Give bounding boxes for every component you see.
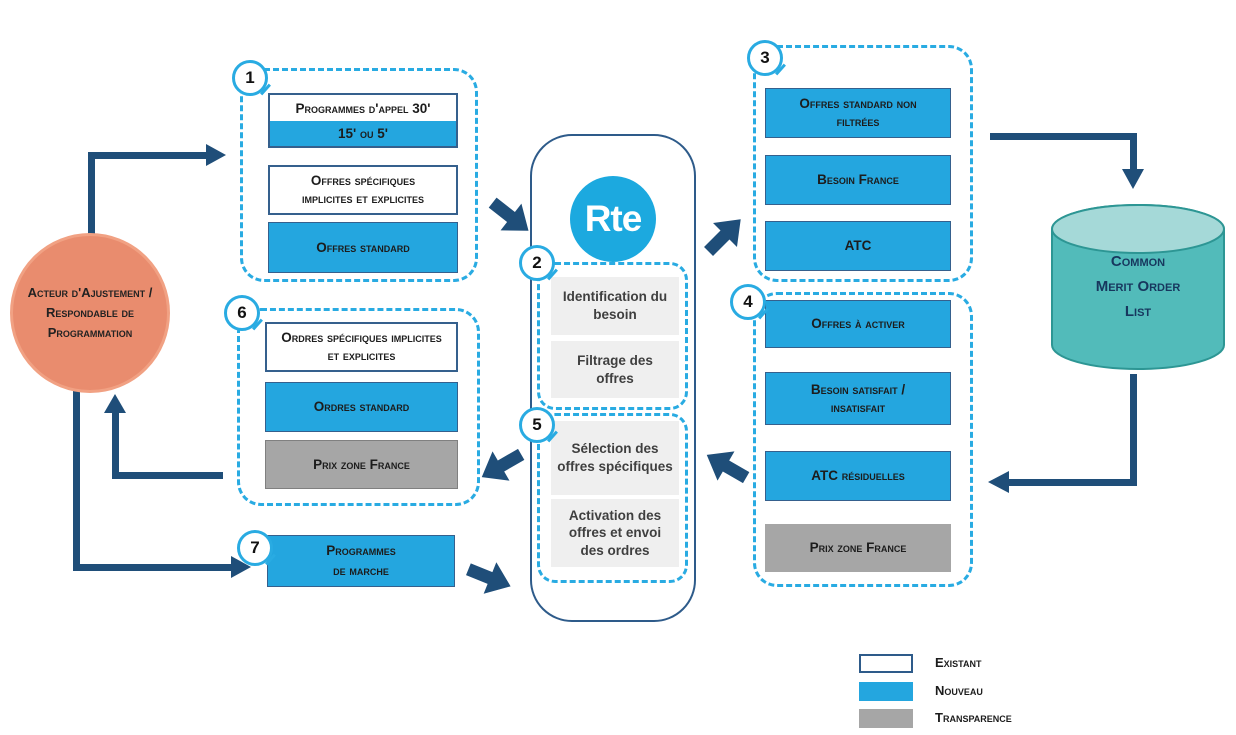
legend-label-transparence: Transparence [935,710,1012,725]
legend-swatch-transparence [859,709,913,728]
box-offres-specifiques: Offres spécifiques implicites et explici… [268,165,458,215]
arrow-g3-to-cylinder-head [1122,169,1144,189]
legend-swatch-nouveau [859,682,913,701]
box-offres-a-activer: Offres à activer [765,300,951,348]
cylinder-label: Common Merit Order List [1050,250,1226,324]
legend-swatch-existant [859,654,913,673]
arrow-g1-to-rte [488,197,529,231]
arrow-g3-to-cylinder-horizontal [990,133,1137,140]
box-activation-offres: Activation des offres et envoi des ordre… [551,499,679,567]
rte-logo-icon: Rte [570,176,656,262]
step-badge-1: 1 [232,60,268,96]
box-prix-zone-france-right: Prix zone France [765,524,951,572]
arrow-g6-to-actor-horizontal [112,472,223,479]
box-programmes-de-marche: Programmes de marche [267,535,455,587]
legend-label-existant: Existant [935,655,982,670]
arrow-cylinder-to-g4-vertical [1130,374,1137,482]
box-identification-besoin: Identification du besoin [551,277,679,335]
arrow-g6-to-actor-vertical [112,412,119,476]
box-programmes-appel: Programmes d'appel 30' 15' ou 5' [268,93,458,148]
step-badge-4: 4 [730,284,766,320]
common-merit-order-list-cylinder [1051,204,1225,370]
arrow-rte-to-g6 [481,448,525,481]
legend-label-nouveau: Nouveau [935,683,983,698]
box-selection-offres: Sélection des offres spécifiques [551,421,679,495]
box-ordres-specifiques: Ordres spécifiques implicites et explici… [265,322,458,372]
cylinder-label-line2: Merit Order [1095,277,1181,295]
box-offres-standard-non-filtrees: Offres standard non filtrées [765,88,951,138]
arrow-actor-to-g7-vertical [73,391,80,571]
cylinder-label-line1: Common [1110,253,1166,270]
step-badge-3: 3 [747,40,783,76]
arrow-g3-to-cylinder-vertical [1130,133,1137,171]
group5-frame [537,413,688,583]
arrow-g4-to-rte [706,451,750,484]
box-prix-zone-france-left: Prix zone France [265,440,458,489]
group1-frame [240,68,478,282]
step-badge-7: 7 [237,530,273,566]
box-besoin-satisfait: Besoin satisfait / insatisfait [765,372,951,425]
box-besoin-france: Besoin France [765,155,951,205]
group6-frame [237,308,480,506]
step-badge-6: 6 [224,295,260,331]
arrow-actor-to-g1-horizontal [88,152,206,159]
box-filtrage-offres: Filtrage des offres [551,341,679,398]
box-atc-residuelles: ATC résiduelles [765,451,951,501]
step-badge-2: 2 [519,245,555,281]
actor-label-line3: Programmation [47,325,133,341]
box-ordres-standard: Ordres standard [265,382,458,432]
arrow-actor-to-g7-horizontal [73,564,231,571]
step-badge-5: 5 [519,407,555,443]
box-atc: ATC [765,221,951,271]
box-programmes-de-marche-line1: Programmes [326,542,396,558]
group2-frame [537,262,688,410]
box-programmes-appel-top: Programmes d'appel 30' [270,95,456,122]
actor-circle: Acteur d'Ajustement / Respondable de Pro… [10,233,170,393]
group3-frame [753,45,973,282]
box-programmes-appel-bottom: 15' ou 5' [270,121,456,146]
arrow-g6-to-actor-head [104,394,126,413]
actor-label-line2: Respondable de [45,304,134,320]
arrow-rte-to-g3 [704,219,741,256]
arrow-actor-to-g1-vertical [88,155,95,235]
actor-label-line1: Acteur d'Ajustement / [27,284,153,300]
arrow-cylinder-to-g4-horizontal [1009,479,1137,486]
arrow-cylinder-to-g4-head [988,471,1009,493]
box-programmes-de-marche-line2: de marche [333,563,389,578]
group4-frame [753,292,973,587]
cylinder-label-line3: List [1124,302,1152,320]
box-offres-standard: Offres standard [268,222,458,273]
arrow-g7-to-rte [466,562,511,594]
arrow-actor-to-g1-head [206,144,226,166]
